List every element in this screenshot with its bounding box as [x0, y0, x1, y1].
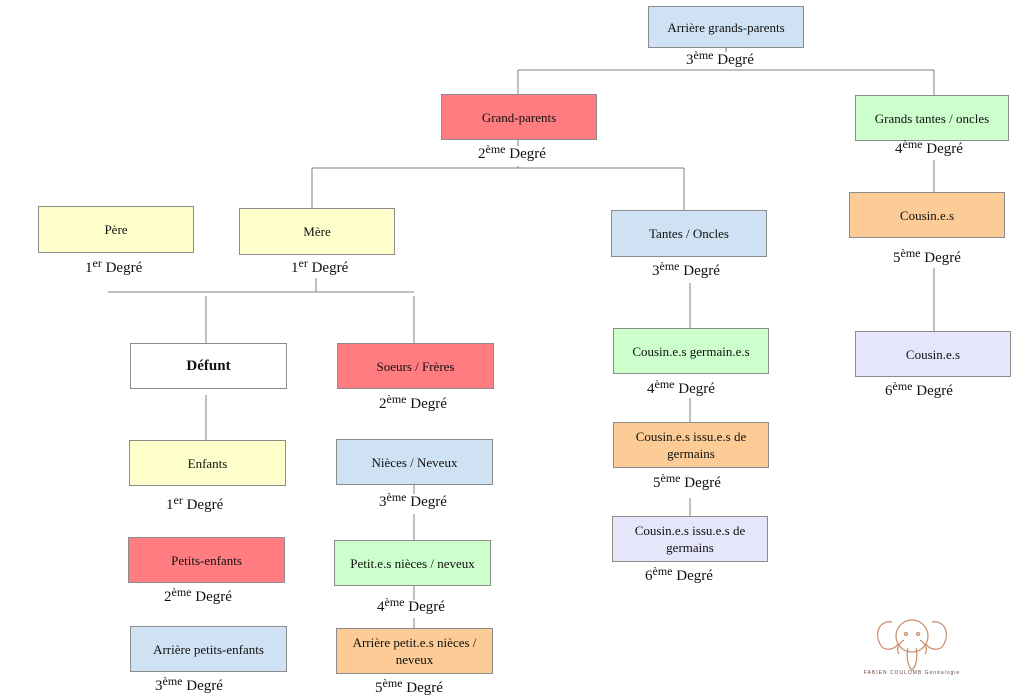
degree-word: Degré [924, 250, 961, 266]
degree-word: Degré [186, 497, 224, 513]
degree-number: 1 [166, 497, 174, 513]
degree-suffix: ème [171, 585, 192, 599]
degree-suffix: ème [659, 259, 680, 273]
degree-number: 5 [893, 250, 901, 266]
degree-word: Degré [410, 396, 447, 412]
degree-word: Degré [105, 260, 143, 276]
deg-grands-tantes-oncles: 4ème Degré [895, 137, 963, 158]
degree-word: Degré [195, 589, 232, 605]
degree-number: 1 [291, 260, 299, 276]
degree-word: Degré [684, 475, 721, 491]
deg-pere: 1er Degré [85, 256, 143, 277]
degree-word: Degré [186, 678, 223, 694]
box-cousins-grand-oncle: Cousin.e.s [849, 192, 1005, 238]
box-cousins-germains: Cousin.e.s germain.e.s [613, 328, 769, 374]
box-petites-nieces: Petit.e.s nièces / neveux [334, 540, 491, 586]
degree-word: Degré [683, 263, 720, 279]
degree-word: Degré [509, 146, 546, 162]
degree-number: 5 [653, 475, 661, 491]
degree-word: Degré [410, 494, 447, 510]
degree-number: 4 [647, 381, 655, 397]
deg-cousins-6: 6ème Degré [885, 379, 953, 400]
degree-number: 5 [375, 680, 383, 696]
degree-word: Degré [406, 680, 443, 696]
degree-word: Degré [408, 599, 445, 615]
degree-number: 4 [377, 599, 385, 615]
box-arriere-petites-nieces: Arrière petit.e.s nièces / neveux [336, 628, 493, 674]
box-mere: Mère [239, 208, 395, 255]
deg-cousins-germains: 4ème Degré [647, 377, 715, 398]
box-nieces-neveux: Nièces / Neveux [336, 439, 493, 485]
degree-number: 2 [379, 396, 387, 412]
deg-nieces-neveux: 3ème Degré [379, 490, 447, 511]
box-arriere-petits-enfants: Arrière petits-enfants [130, 626, 287, 672]
deg-grand-parents: 2ème Degré [478, 142, 546, 163]
deg-cousins-issus-2: 6ème Degré [645, 564, 713, 585]
box-pere: Père [38, 206, 194, 253]
degree-suffix: ème [382, 676, 403, 690]
degree-word: Degré [717, 52, 754, 68]
deg-petits-enfants: 2ème Degré [164, 585, 232, 606]
deg-arriere-grands-parents: 3ème Degré [686, 48, 754, 69]
box-cousins-issus-2: Cousin.e.s issu.e.s de germains [612, 516, 768, 562]
deg-soeurs-freres: 2ème Degré [379, 392, 447, 413]
box-cousins-issus-1: Cousin.e.s issu.e.s de germains [613, 422, 769, 468]
deg-cousins-issus-1: 5ème Degré [653, 471, 721, 492]
box-arriere-grands-parents: Arrière grands-parents [648, 6, 804, 48]
deg-petites-nieces: 4ème Degré [377, 595, 445, 616]
box-enfants: Enfants [129, 440, 286, 486]
degree-number: 4 [895, 141, 903, 157]
degree-word: Degré [926, 141, 963, 157]
box-defunt: Défunt [130, 343, 287, 389]
degree-number: 3 [379, 494, 387, 510]
degree-number: 2 [164, 589, 172, 605]
degree-suffix: ème [660, 471, 681, 485]
degree-number: 6 [645, 568, 653, 584]
deg-tantes-oncles: 3ème Degré [652, 259, 720, 280]
degree-number: 3 [686, 52, 694, 68]
deg-mere: 1er Degré [291, 256, 349, 277]
degree-number: 2 [478, 146, 486, 162]
degree-suffix: ème [900, 246, 921, 260]
degree-suffix: ème [386, 392, 407, 406]
degree-suffix: ème [693, 48, 714, 62]
degree-suffix: ème [384, 595, 405, 609]
degree-word: Degré [678, 381, 715, 397]
deg-arriere-petites-nieces: 5ème Degré [375, 676, 443, 697]
deg-cousins-grand-oncle: 5ème Degré [893, 246, 961, 267]
degree-word: Degré [676, 568, 713, 584]
deg-arriere-petits-enfants: 3ème Degré [155, 674, 223, 695]
degree-suffix: ème [386, 490, 407, 504]
degree-suffix: ème [902, 137, 923, 151]
degree-suffix: ème [654, 377, 675, 391]
degree-suffix: ème [162, 674, 183, 688]
degree-number: 3 [652, 263, 660, 279]
degree-word: Degré [311, 260, 349, 276]
degree-suffix: ème [485, 142, 506, 156]
box-soeurs-freres: Soeurs / Frères [337, 343, 494, 389]
degree-suffix: ème [892, 379, 913, 393]
box-petits-enfants: Petits-enfants [128, 537, 285, 583]
degree-suffix: ème [652, 564, 673, 578]
box-cousins-6: Cousin.e.s [855, 331, 1011, 377]
degree-word: Degré [916, 383, 953, 399]
degree-number: 6 [885, 383, 893, 399]
degree-number: 3 [155, 678, 163, 694]
degree-suffix: er [92, 256, 102, 270]
degree-suffix: er [298, 256, 308, 270]
box-tantes-oncles: Tantes / Oncles [611, 210, 767, 257]
box-grand-parents: Grand-parents [441, 94, 597, 140]
box-grands-tantes-oncles: Grands tantes / oncles [855, 95, 1009, 141]
logo-text: FABIEN COULOMB Généalogie [863, 670, 961, 676]
deg-enfants: 1er Degré [166, 493, 224, 514]
degree-suffix: er [173, 493, 183, 507]
elephant-logo-icon [852, 614, 972, 684]
degree-number: 1 [85, 260, 93, 276]
